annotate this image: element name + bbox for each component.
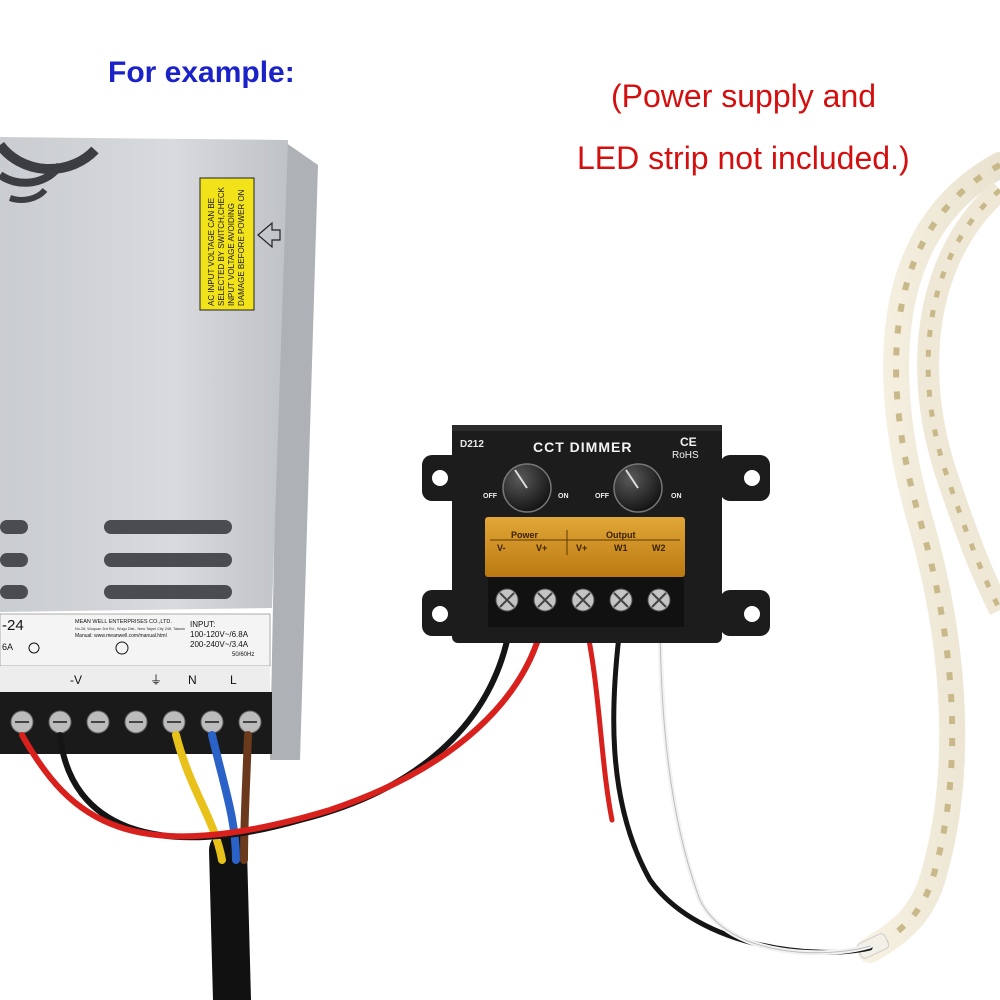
wire-black-output — [611, 609, 873, 955]
terminal-label-3: V+ — [576, 543, 587, 553]
dimmer-terminal-block — [488, 577, 684, 627]
vent-slots — [0, 520, 232, 599]
knob-w1[interactable] — [502, 463, 552, 513]
wire-white-output — [657, 609, 873, 956]
wire-yellow — [172, 731, 226, 864]
arrow-icon — [257, 221, 281, 249]
not-included-note-line2: LED strip not included.) — [577, 140, 910, 176]
warning-line-4: DAMAGE BEFORE POWER ON — [237, 189, 246, 306]
terminal-neg-label: -V — [70, 673, 82, 687]
psu-manual: Manual: www.meanwell.com/manual.html — [75, 633, 167, 639]
psu-input-line2: 200-240V~/3.4A — [190, 640, 249, 649]
psu-input-freq: 50/60Hz — [232, 652, 254, 658]
fan-grille — [0, 141, 99, 203]
power-supply: AC INPUT VOLTAGE CAN BE SELECTED BY SWIT… — [0, 137, 318, 760]
psu-model: -24 — [2, 617, 24, 634]
terminal-l-label: L — [230, 673, 237, 687]
certification-mark-icon — [115, 641, 129, 655]
wire-brown — [240, 731, 252, 864]
psu-input-title: INPUT: — [190, 620, 215, 629]
knob-w2[interactable] — [613, 463, 663, 513]
terminal-cover: Power Output V- V+ V+ W1 W2 — [485, 517, 685, 577]
mains-cable — [209, 831, 251, 1000]
dimmer-title: CCT DIMMER — [533, 439, 632, 455]
psu-manufacturer: MEAN WELL ENTERPRISES CO.,LTD. — [75, 619, 172, 625]
knob-w2-off-label: OFF — [595, 493, 610, 500]
terminal-label-5: W2 — [652, 543, 666, 553]
knob-w1-on-label: ON — [558, 493, 569, 500]
ul-mark-icon — [28, 642, 40, 654]
knob-w1-off-label: OFF — [483, 493, 498, 500]
cct-dimmer: D212 CCT DIMMER CE RoHS OFF ON OFF ON — [422, 425, 770, 643]
terminal-label-4: W1 — [614, 543, 628, 553]
psu-terminal-strip: -V N L ⏚ — [0, 666, 272, 754]
terminal-label-1: V- — [497, 543, 506, 553]
wire-red-power — [19, 609, 548, 840]
warning-line-2: SELECTED BY SWITCH,CHECK — [217, 186, 226, 306]
example-caption: For example: — [108, 56, 295, 89]
wire-blue — [208, 731, 240, 864]
psu-input-line1: 100-120V~/6.8A — [190, 630, 249, 639]
wire-red-output — [580, 609, 615, 823]
led-strip — [856, 152, 1000, 963]
wires — [19, 609, 873, 1000]
warning-line-3: INPUT VOLTAGE AVOIDING — [227, 203, 236, 306]
terminal-n-label: N — [188, 673, 197, 687]
section-power-label: Power — [511, 530, 539, 540]
knob-w2-on-label: ON — [671, 493, 682, 500]
warning-line-1: AC INPUT VOLTAGE CAN BE — [207, 198, 216, 306]
spec-label: -24 6A MEAN WELL ENTERPRISES CO.,LTD. No… — [0, 613, 271, 667]
ground-icon: ⏚ — [150, 673, 162, 687]
psu-rating-fragment: 6A — [2, 642, 13, 652]
terminal-label-2: V+ — [536, 543, 547, 553]
not-included-note-line1: (Power supply and — [611, 78, 877, 114]
dimmer-model: D212 — [460, 439, 484, 450]
psu-address: No.28, Wuquan 3rd Rd., Wugu Dist., New T… — [75, 627, 185, 631]
rohs-mark: RoHS — [672, 450, 699, 461]
warning-label: AC INPUT VOLTAGE CAN BE SELECTED BY SWIT… — [199, 177, 281, 311]
section-output-label: Output — [606, 530, 636, 540]
ce-mark: CE — [680, 435, 697, 449]
